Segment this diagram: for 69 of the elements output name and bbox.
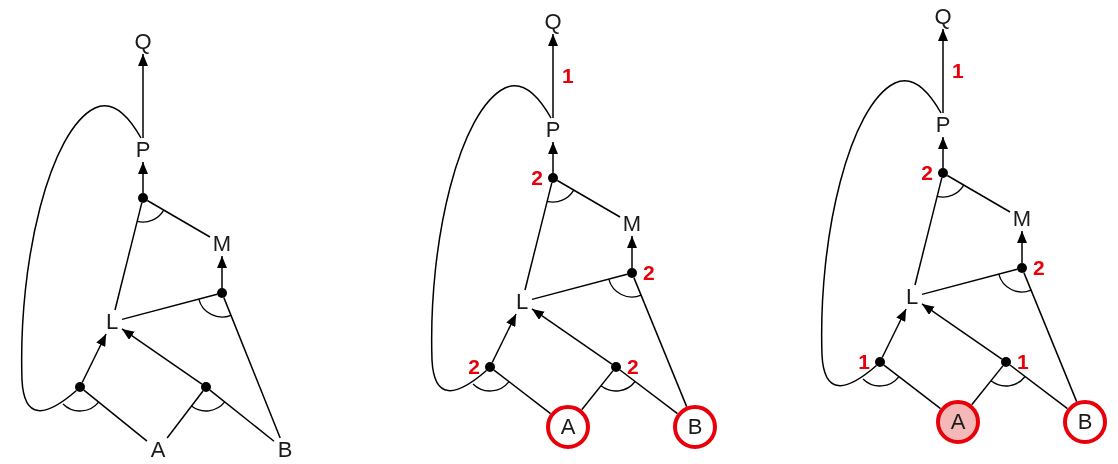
junction-dot (201, 382, 211, 392)
arrow (491, 313, 517, 364)
node-label: P (542, 118, 564, 142)
arrow (217, 255, 227, 289)
node-label: A (550, 409, 586, 445)
connector-line (166, 390, 204, 439)
connector-line (921, 268, 1018, 296)
count-label: 2 (468, 356, 480, 378)
arrow (938, 28, 948, 114)
connector-line (493, 369, 552, 415)
count-label: 1 (858, 351, 870, 373)
connector-line (524, 182, 553, 291)
arrow (138, 53, 148, 139)
count-label: 2 (627, 356, 639, 378)
arrow (921, 303, 1003, 360)
node-label: Q (932, 5, 954, 29)
connector-line (581, 370, 614, 411)
connector-line (914, 177, 943, 286)
connector-line (83, 389, 148, 442)
connector-line (223, 296, 281, 439)
connector-line (619, 369, 679, 415)
count-label: 2 (531, 167, 543, 189)
count-label: 2 (921, 162, 933, 184)
connector-line (971, 365, 1004, 406)
junction-dot (75, 382, 85, 392)
connector-line (1009, 364, 1069, 410)
arrow (121, 328, 203, 385)
junction-dot (217, 288, 227, 298)
node-label: Q (132, 30, 154, 54)
connector-line (946, 174, 1011, 213)
count-label: 1 (1017, 351, 1029, 373)
connector-line (531, 273, 628, 301)
node-label: M (620, 212, 644, 236)
node-label: M (1010, 207, 1034, 231)
arrow (1017, 230, 1027, 264)
node-label: M (210, 232, 234, 256)
arrow (627, 235, 637, 269)
connector-line (1023, 271, 1078, 403)
node-label: L (512, 290, 532, 314)
loop-curve (431, 85, 552, 392)
arrow (138, 161, 148, 194)
node-label: A (940, 404, 976, 440)
node-label: P (932, 113, 954, 137)
connector-line (146, 199, 211, 238)
arrow (548, 141, 558, 174)
arrow (548, 33, 558, 119)
node-label: B (1067, 404, 1103, 440)
arrow (938, 136, 948, 169)
count-label: 2 (1033, 257, 1045, 279)
node-label: L (102, 310, 122, 334)
loop-curve (821, 80, 942, 387)
connector-line (114, 202, 143, 311)
connector-line (633, 276, 688, 408)
connector-line (121, 293, 218, 321)
arrow (881, 308, 907, 359)
loop-curve (21, 105, 142, 412)
node-label: A (147, 438, 169, 462)
connector-line (209, 389, 275, 442)
node-label: Q (542, 10, 564, 34)
connector-line (556, 179, 621, 218)
junction-dot (138, 193, 148, 203)
arrow (531, 308, 613, 365)
node-label: B (677, 409, 713, 445)
arrow (81, 333, 107, 384)
node-label: P (132, 138, 154, 162)
node-label: B (274, 438, 296, 462)
connector-line (883, 364, 942, 410)
node-label: L (902, 285, 922, 309)
count-label: 2 (643, 262, 655, 284)
